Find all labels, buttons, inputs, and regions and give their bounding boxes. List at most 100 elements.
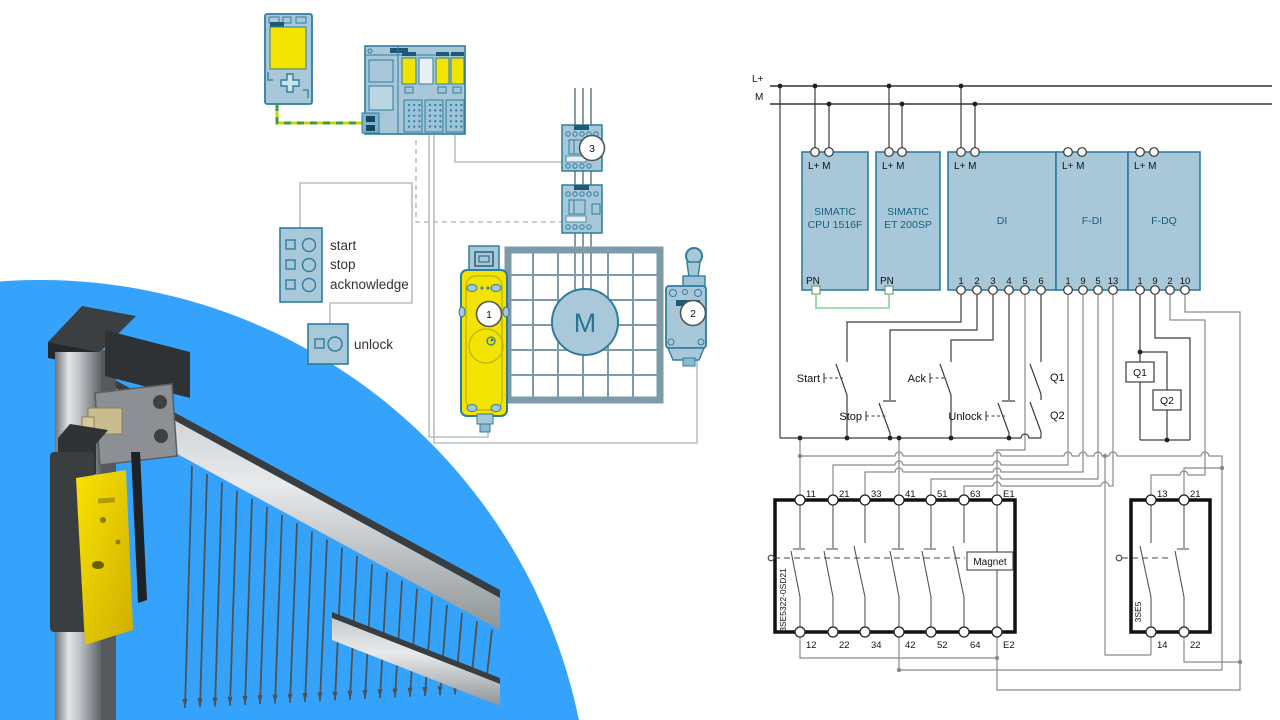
f-module — [450, 57, 465, 85]
cpu-power-label: L+ M — [808, 161, 831, 172]
fdq-title: F-DQ — [1151, 215, 1177, 227]
coils: Q1 Q2 — [1125, 361, 1182, 411]
contact-start-label: Start — [797, 373, 820, 385]
label-acknowledge: acknowledge — [330, 277, 409, 292]
base-unit-terminal-dots — [407, 103, 463, 128]
et-pn-port — [884, 285, 894, 295]
svg-text:E1: E1 — [1003, 489, 1015, 500]
rail-feeders — [779, 86, 976, 438]
f-module — [401, 57, 417, 85]
module-terminals — [810, 147, 1190, 295]
f-module — [435, 57, 450, 85]
svg-text:52: 52 — [937, 640, 948, 651]
pn-link — [815, 294, 890, 309]
supply-rails: L+ M — [752, 74, 1272, 105]
module-cpu — [801, 151, 869, 291]
module-fdq — [1127, 151, 1201, 291]
svg-text:2: 2 — [690, 308, 696, 320]
et-pn-label: PN — [880, 276, 894, 287]
svg-text:42: 42 — [905, 640, 916, 651]
fdi-title: F-DI — [1082, 215, 1102, 227]
base-unit — [403, 99, 423, 133]
contact-labels: Start Stop Ack Unlock Q1 Q2 — [797, 372, 1065, 423]
switch-block-3se5: 3SE5 13 21 14 22 — [1115, 489, 1212, 651]
base-unit — [424, 99, 444, 133]
motor-label: M — [574, 308, 597, 338]
photo-safety-switch — [50, 424, 133, 645]
cpu-device — [264, 13, 313, 105]
badge-2: 2 — [679, 299, 707, 327]
svg-text:2: 2 — [974, 276, 979, 287]
cpu-dpad — [280, 73, 300, 93]
coil-q1: Q1 — [1133, 367, 1147, 379]
module-fdi — [1055, 151, 1129, 291]
motor — [551, 288, 619, 356]
safety-switch-photo — [48, 306, 500, 720]
block1-label: 3SE5322-0SD21 — [778, 568, 788, 632]
block1-contacts — [790, 505, 998, 627]
fence-lower-rail — [332, 612, 500, 706]
io-module — [418, 57, 434, 85]
contact-q2-label: Q2 — [1050, 410, 1065, 422]
magnet-label: Magnet — [973, 557, 1007, 568]
cpu-pn-label: PN — [806, 276, 820, 287]
block2-label: 3SE5 — [1133, 601, 1143, 622]
svg-text:1: 1 — [486, 309, 492, 321]
svg-text:9: 9 — [1080, 276, 1085, 287]
svg-text:6: 6 — [1038, 276, 1043, 287]
svg-text:5: 5 — [1022, 276, 1027, 287]
di-power-label: L+ M — [954, 161, 977, 172]
svg-text:3: 3 — [990, 276, 995, 287]
safety-locking-switch — [458, 245, 510, 433]
fdi-power-label: L+ M — [1062, 161, 1085, 172]
plc-modules: L+ M L+ M L+ M L+ M L+ M SIMATIC CPU 151… — [801, 151, 1201, 295]
actuator-rod — [131, 452, 147, 603]
base-unit — [445, 99, 465, 133]
rail-label-lplus: L+ — [752, 74, 764, 85]
svg-text:21: 21 — [839, 489, 850, 500]
fence-mesh-wires — [182, 465, 493, 709]
svg-text:41: 41 — [905, 489, 916, 500]
svg-text:10: 10 — [1180, 276, 1191, 287]
contact-unlock-label: Unlock — [948, 411, 982, 423]
contact-q1-label: Q1 — [1050, 372, 1065, 384]
switch-block-3se5322: 3SE5322-0SD21 Magnet — [767, 489, 1017, 651]
svg-text:64: 64 — [970, 640, 981, 651]
wiring-schematic: L+ M L+ M L+ M L+ M L+ M L+ M SIMATIC CP… — [752, 74, 1272, 691]
contact-ack-label: Ack — [908, 373, 927, 385]
fence-rail — [115, 380, 500, 630]
wire-crossing-hops — [894, 433, 1210, 488]
module-di — [947, 151, 1057, 291]
profinet-cable — [275, 104, 363, 125]
et200sp-station — [361, 45, 466, 135]
svg-text:5: 5 — [1095, 276, 1100, 287]
badge-1: 1 — [475, 300, 503, 328]
svg-text:11: 11 — [806, 489, 816, 500]
svg-text:4: 4 — [1006, 276, 1011, 287]
junction-dots — [777, 83, 1243, 673]
cpu-display — [269, 26, 307, 70]
rail-shadow-board — [105, 330, 190, 398]
svg-text:51: 51 — [937, 489, 948, 500]
svg-text:E2: E2 — [1003, 640, 1015, 651]
label-unlock: unlock — [354, 337, 393, 352]
post-cap — [48, 306, 136, 352]
svg-text:1: 1 — [1065, 276, 1070, 287]
system-overview-illustration: M — [264, 13, 707, 444]
svg-text:1: 1 — [1137, 276, 1142, 287]
block1-terminals: 11 21 33 41 51 63 E1 12 22 34 42 52 64 E… — [794, 489, 1015, 651]
contactor-lower — [561, 184, 603, 234]
svg-text:34: 34 — [871, 640, 882, 651]
svg-text:22: 22 — [839, 640, 850, 651]
pushbutton-panel — [279, 227, 323, 303]
svg-text:63: 63 — [970, 489, 981, 500]
svg-text:1: 1 — [958, 276, 963, 287]
et-title-2: ET 200SP — [884, 219, 932, 231]
svg-text:14: 14 — [1157, 640, 1168, 651]
cpu-pn-port — [811, 285, 821, 295]
et-title-1: SIMATIC — [887, 206, 929, 218]
svg-text:2: 2 — [1167, 276, 1172, 287]
illustration-wiring — [299, 135, 698, 444]
svg-text:13: 13 — [1157, 489, 1168, 500]
